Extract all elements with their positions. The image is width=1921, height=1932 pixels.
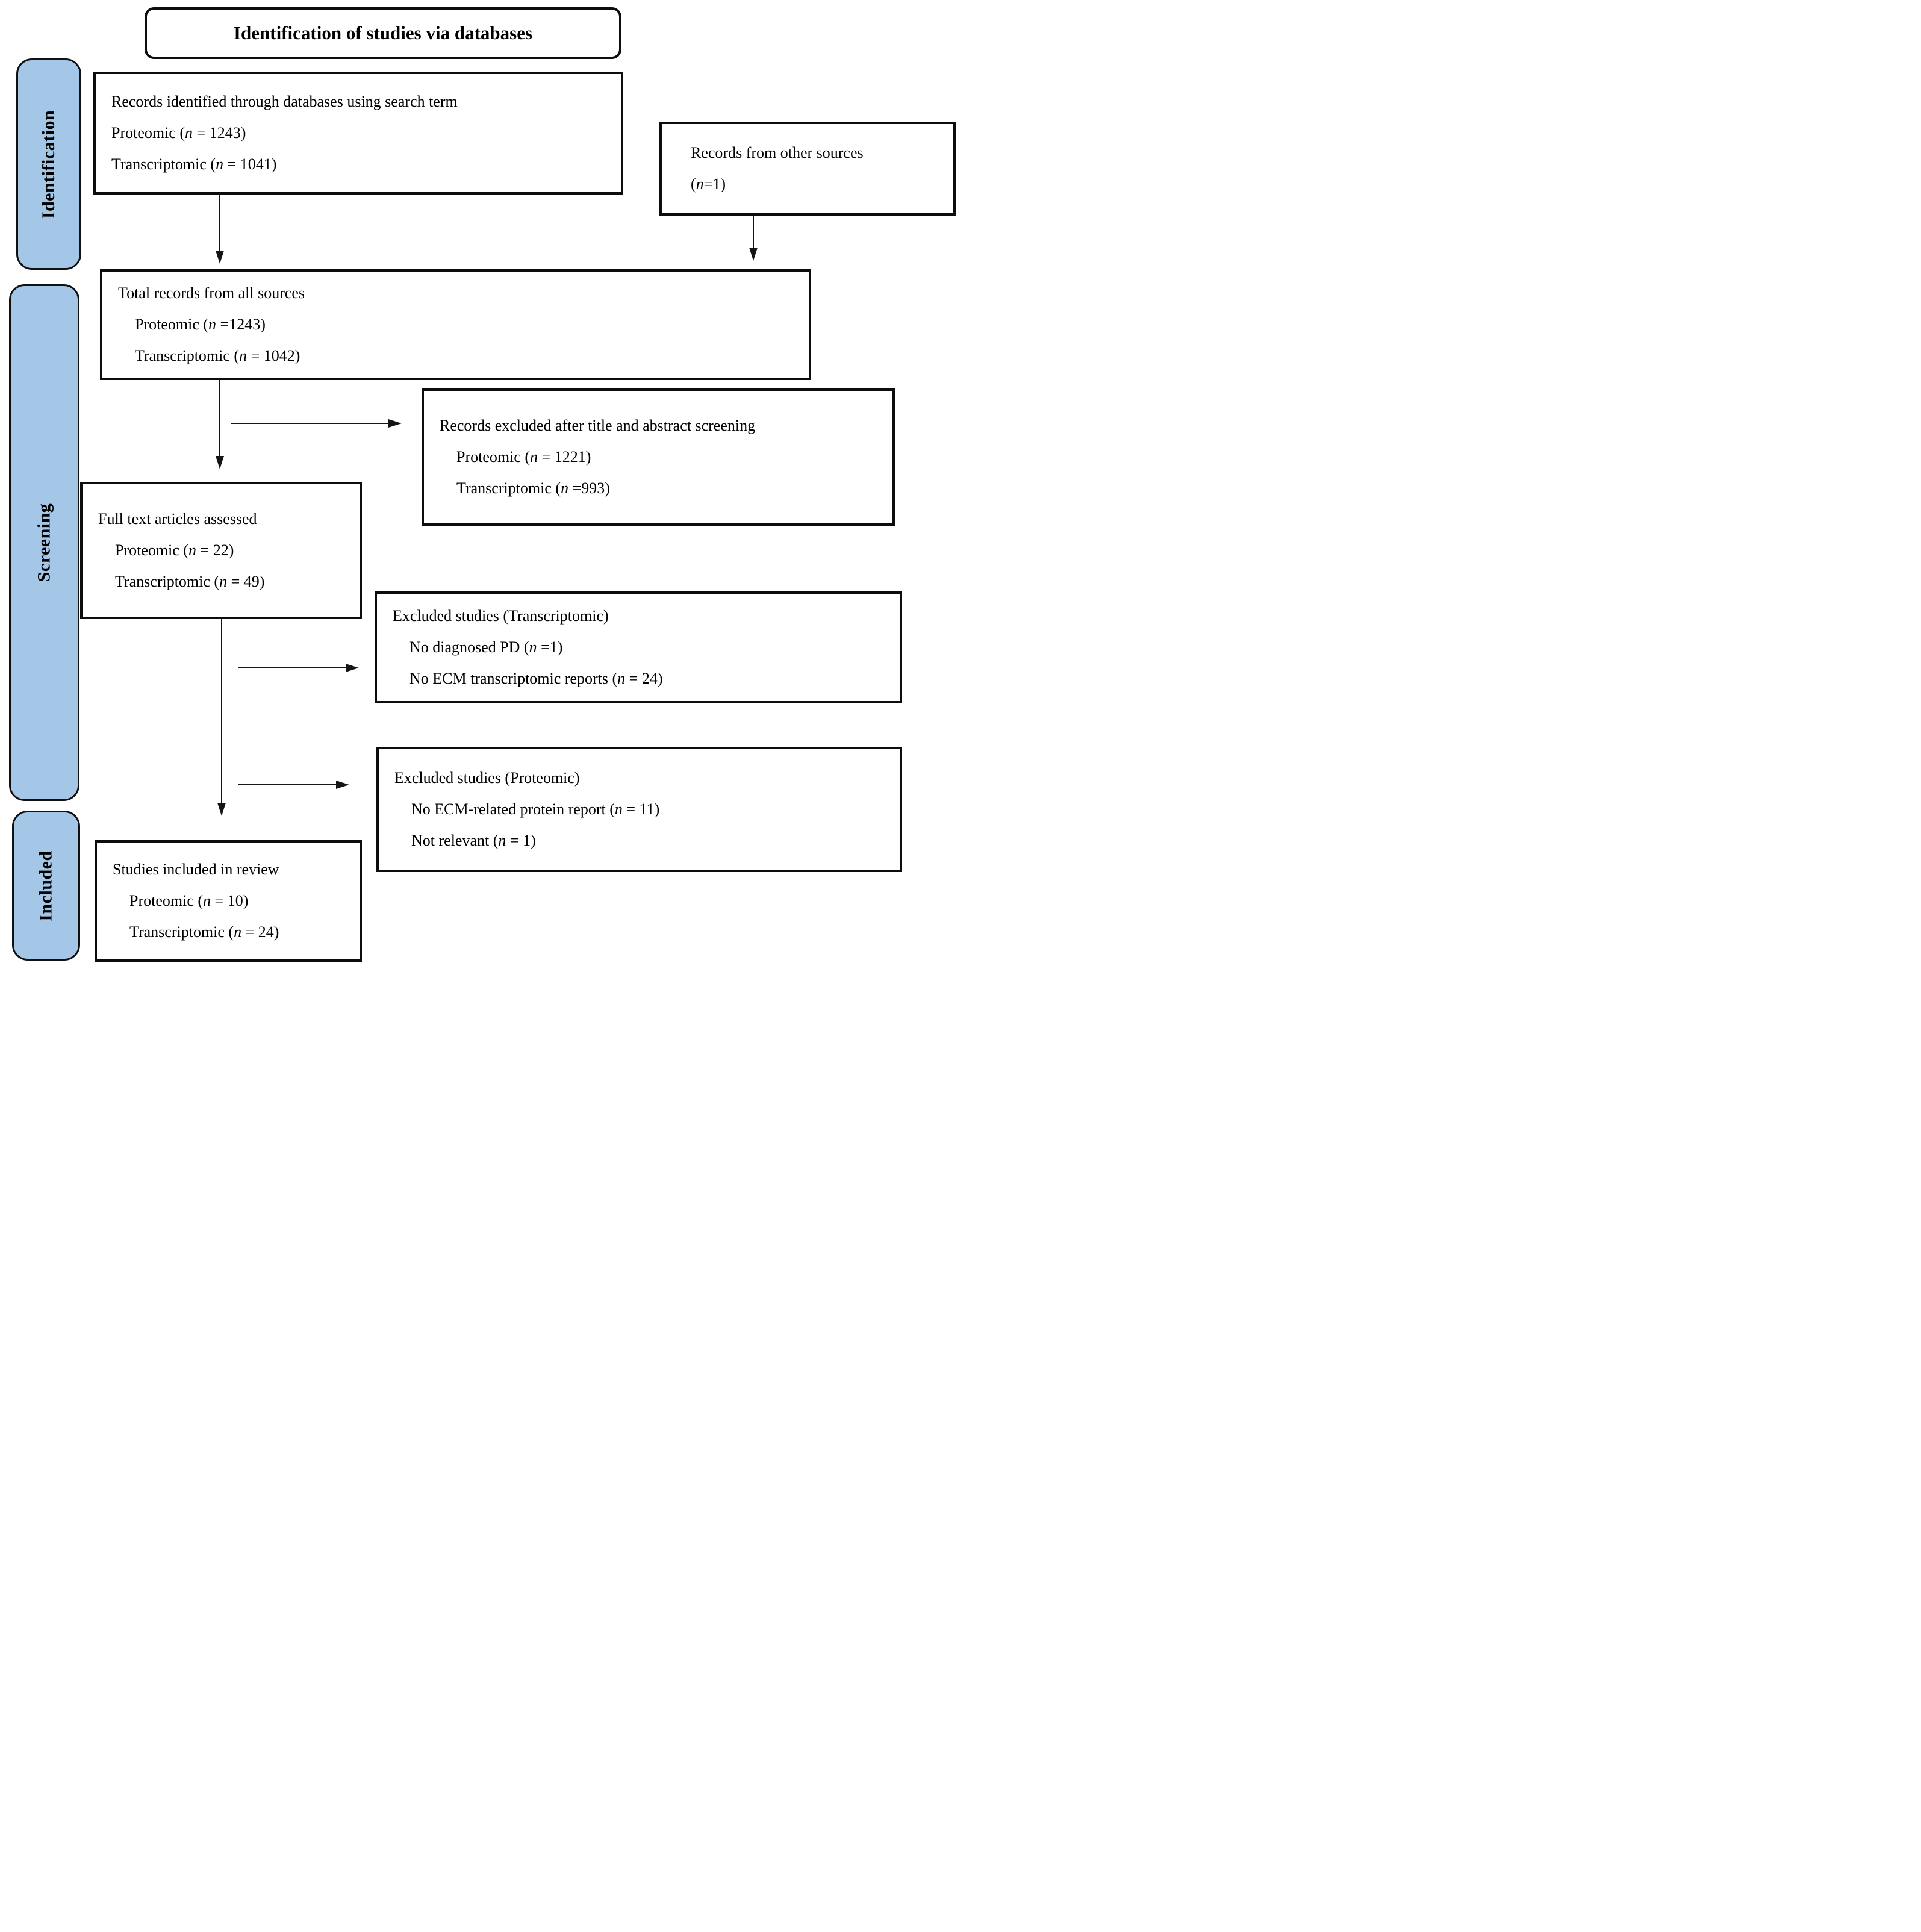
box-line: Records excluded after title and abstrac… xyxy=(440,417,756,434)
box-records-identified: Records identified through databases usi… xyxy=(93,72,623,195)
box-line: No ECM-related protein report (n = 11) xyxy=(411,800,660,818)
stage-screening-label: Screening xyxy=(34,503,54,582)
connector-identified-to-total-arrowhead-icon xyxy=(216,251,224,264)
connector-other-to-total-arrowhead-icon xyxy=(749,248,758,261)
box-line: Transcriptomic (n = 24) xyxy=(129,923,279,941)
box-excluded-transcriptomic: Excluded studies (Transcriptomic) No dia… xyxy=(375,591,902,703)
connector-to-excluded-transcriptomic-arrowhead-icon xyxy=(346,664,359,672)
box-line: Not relevant (n = 1) xyxy=(411,832,536,849)
box-line: Records identified through databases usi… xyxy=(111,93,458,110)
box-full-text-assessed: Full text articles assessed Proteomic (n… xyxy=(80,482,362,619)
diagram-title: Identification of studies via databases xyxy=(233,22,533,43)
box-line: Transcriptomic (n = 1041) xyxy=(111,155,277,173)
connector-total-to-fulltext-line xyxy=(219,380,220,457)
box-line: Proteomic (n = 10) xyxy=(129,892,249,909)
box-line: No diagnosed PD (n =1) xyxy=(409,638,563,656)
stage-screening: Screening xyxy=(9,284,79,801)
box-line: (n=1) xyxy=(691,175,726,193)
box-line: Proteomic (n = 22) xyxy=(115,541,234,559)
box-line: Excluded studies (Proteomic) xyxy=(394,769,580,787)
connector-fulltext-to-included-arrowhead-icon xyxy=(217,803,226,816)
box-other-sources: Records from other sources (n=1) xyxy=(659,122,956,216)
box-line: Excluded studies (Transcriptomic) xyxy=(393,607,609,625)
connector-fulltext-to-included-line xyxy=(221,619,222,804)
box-total-records: Total records from all sources Proteomic… xyxy=(100,269,811,380)
box-records-excluded: Records excluded after title and abstrac… xyxy=(422,388,895,526)
connector-total-to-fulltext-arrowhead-icon xyxy=(216,456,224,469)
connector-other-to-total-line xyxy=(753,216,754,249)
connector-to-excluded-proteomic-line xyxy=(238,784,337,785)
box-included-in-review: Studies included in review Proteomic (n … xyxy=(95,840,362,962)
box-line: Transcriptomic (n = 1042) xyxy=(135,347,300,364)
connector-to-records-excluded-line xyxy=(231,423,389,424)
connector-to-records-excluded-arrowhead-icon xyxy=(388,419,402,428)
box-line: Studies included in review xyxy=(113,861,279,878)
connector-to-excluded-transcriptomic-line xyxy=(238,667,346,668)
box-line: Proteomic (n = 1221) xyxy=(456,448,591,466)
diagram-title-box: Identification of studies via databases xyxy=(145,7,621,59)
box-line: Full text articles assessed xyxy=(98,510,257,528)
box-line: Proteomic (n =1243) xyxy=(135,316,266,333)
box-line: Records from other sources xyxy=(691,144,864,161)
stage-included-label: Included xyxy=(36,850,56,921)
box-excluded-proteomic: Excluded studies (Proteomic) No ECM-rela… xyxy=(376,747,902,872)
stage-identification-label: Identification xyxy=(39,110,58,219)
box-line: Transcriptomic (n = 49) xyxy=(115,573,265,590)
box-line: Proteomic (n = 1243) xyxy=(111,124,246,142)
box-line: Transcriptomic (n =993) xyxy=(456,479,610,497)
box-line: Total records from all sources xyxy=(118,284,305,302)
stage-identification: Identification xyxy=(16,58,81,270)
stage-included: Included xyxy=(12,811,80,961)
prisma-flow-diagram: Identification of studies via databases … xyxy=(0,0,960,966)
connector-to-excluded-proteomic-arrowhead-icon xyxy=(336,781,349,789)
box-line: No ECM transcriptomic reports (n = 24) xyxy=(409,670,663,687)
connector-identified-to-total-line xyxy=(219,195,220,252)
